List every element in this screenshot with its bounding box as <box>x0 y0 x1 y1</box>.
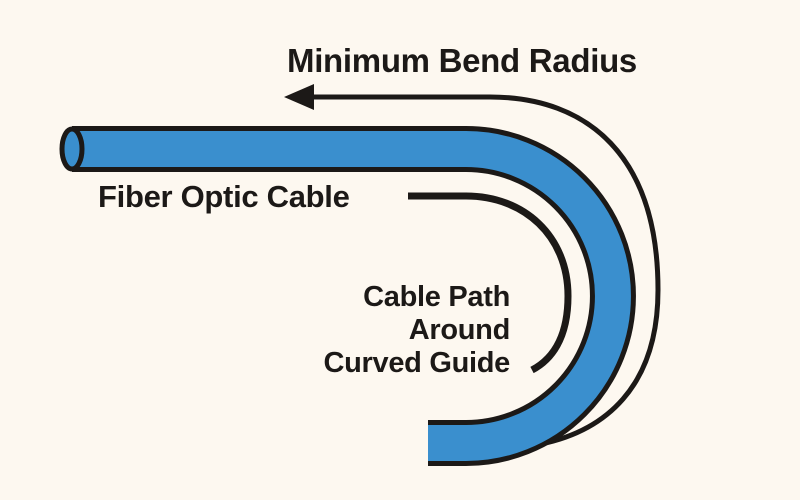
arrowhead-icon <box>284 84 314 110</box>
diagram-title: Minimum Bend Radius <box>287 42 637 79</box>
cable-end-cap <box>59 126 85 172</box>
cable-body <box>72 131 631 461</box>
cable-path-label-line-3: Curved Guide <box>323 347 510 379</box>
cable-path-label: Cable Path Around Curved Guide <box>310 281 510 380</box>
cable-path-label-line-2: Around <box>408 314 511 346</box>
bend-radius-arc-line <box>300 94 661 447</box>
curved-guide-line <box>408 192 572 374</box>
fiber-optic-cable-label: Fiber Optic Cable <box>98 179 350 214</box>
cable-path-label-line-1: Cable Path <box>363 281 510 313</box>
